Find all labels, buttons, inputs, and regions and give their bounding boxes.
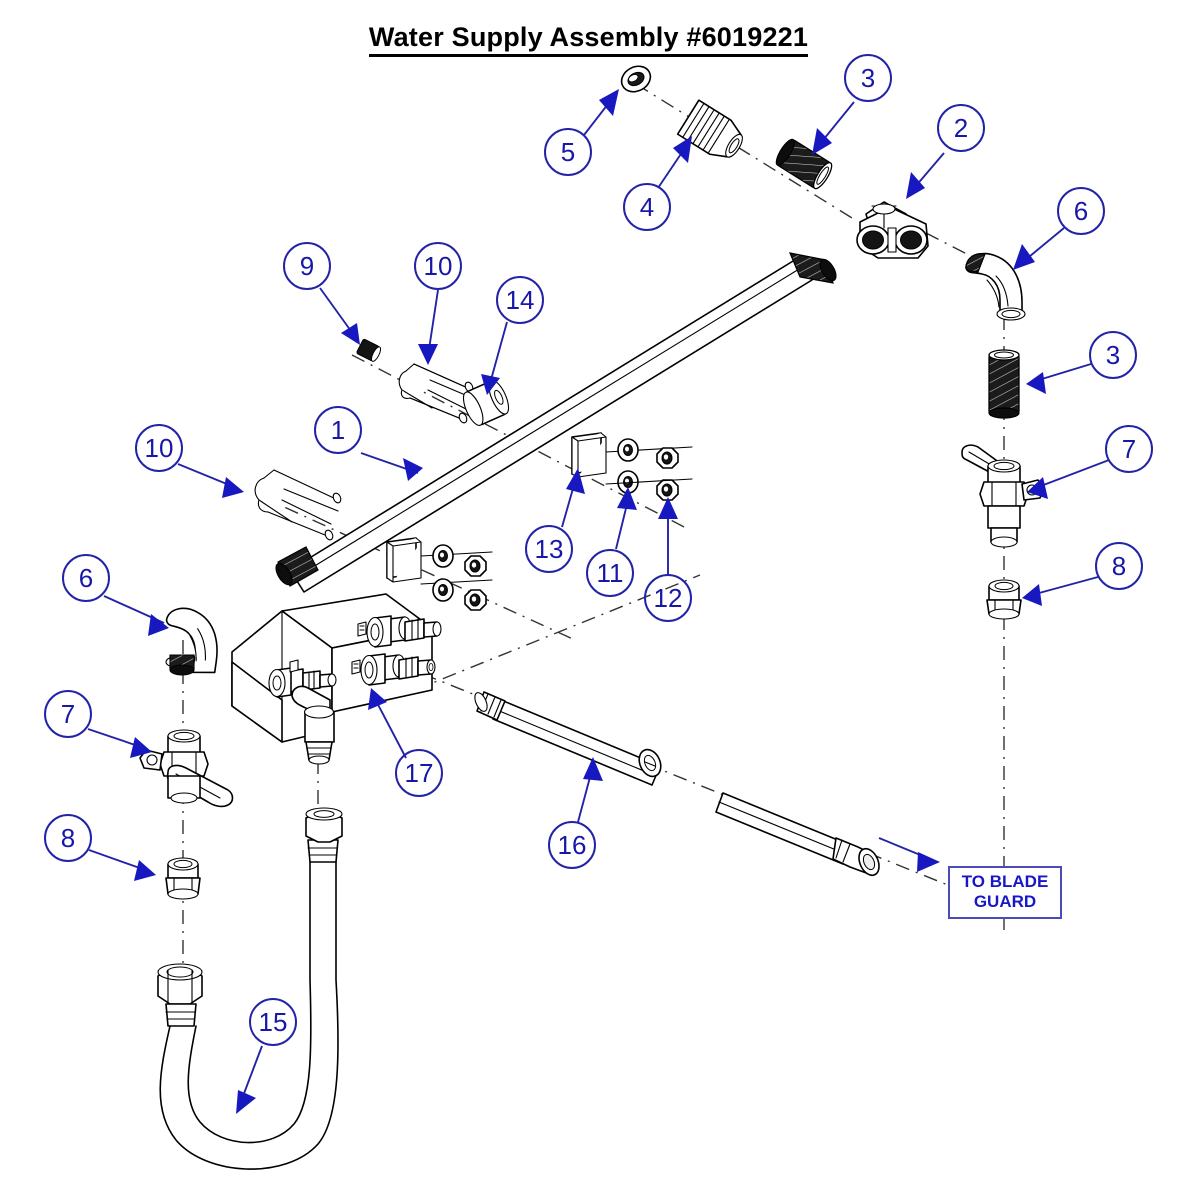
callout-8-right[interactable]: 8 bbox=[1095, 542, 1143, 590]
part-16-outlet-tube bbox=[474, 691, 880, 877]
callout-16[interactable]: 16 bbox=[548, 821, 596, 869]
part-3-close-nipple-right bbox=[988, 349, 1020, 419]
part-2-tee-fitting bbox=[856, 201, 929, 259]
manifold-port-left bbox=[268, 667, 337, 698]
page-title-text: Water Supply Assembly #6019221 bbox=[368, 22, 809, 57]
part-7-ball-valve-right bbox=[961, 444, 1045, 548]
part-12-hex-nut-lower-a bbox=[464, 555, 487, 577]
callout-1[interactable]: 1 bbox=[314, 406, 362, 454]
callout-7-left[interactable]: 7 bbox=[44, 690, 92, 738]
part-12-hex-nut-upper-b bbox=[656, 479, 679, 501]
part-11-flat-washer-lower-a bbox=[432, 544, 454, 568]
part-7-ball-valve-left bbox=[139, 729, 234, 808]
part-13-clamp-plate-lower bbox=[386, 537, 422, 583]
callout-9[interactable]: 9 bbox=[283, 242, 331, 290]
manifold-port-middle bbox=[360, 653, 436, 686]
part-8-hose-barb-left bbox=[165, 857, 201, 900]
manifold-markings bbox=[289, 621, 367, 675]
part-8-hose-barb-right bbox=[986, 579, 1022, 620]
hardware-set-upper bbox=[571, 432, 693, 478]
part-1-main-pipe bbox=[275, 252, 837, 593]
to-blade-guard-label: TO BLADE GUARD bbox=[948, 866, 1062, 919]
manifold-port-upper bbox=[366, 615, 442, 648]
manifold-outlet-elbow bbox=[291, 685, 335, 765]
callout-6-left[interactable]: 6 bbox=[62, 554, 110, 602]
callout-6-right[interactable]: 6 bbox=[1057, 187, 1105, 235]
part-6-elbow-right bbox=[965, 252, 1026, 321]
part-12-hex-nut-upper bbox=[656, 447, 679, 469]
callout-3-right[interactable]: 3 bbox=[1089, 331, 1137, 379]
callout-10-upper[interactable]: 10 bbox=[414, 242, 462, 290]
part-5-washer-seal bbox=[620, 65, 652, 93]
callout-3-upper[interactable]: 3 bbox=[844, 54, 892, 102]
part-11-flat-washer-lower-b bbox=[432, 578, 454, 602]
page-title: Water Supply Assembly #6019221 bbox=[0, 22, 1177, 57]
part-14-spacer-bushing bbox=[462, 380, 510, 426]
callout-2[interactable]: 2 bbox=[937, 104, 985, 152]
part-12-hex-nut-lower-b bbox=[464, 589, 487, 611]
part-15-flexible-hose bbox=[157, 807, 343, 1170]
callout-8-left[interactable]: 8 bbox=[44, 814, 92, 862]
part-9-plug-cap bbox=[356, 338, 382, 362]
part-13-clamp-plate-upper bbox=[571, 432, 607, 478]
callout-10-lower[interactable]: 10 bbox=[135, 424, 183, 472]
part-17-manifold-block bbox=[231, 593, 442, 765]
callout-17[interactable]: 17 bbox=[395, 749, 443, 797]
part-10-u-bolt-upper bbox=[398, 363, 474, 424]
callout-13[interactable]: 13 bbox=[525, 525, 573, 573]
part-6-elbow-left bbox=[165, 607, 218, 676]
callout-15[interactable]: 15 bbox=[249, 998, 297, 1046]
leader-lines bbox=[87, 89, 1110, 1114]
part-4-swivel-nut bbox=[676, 99, 743, 158]
part-3-close-nipple-upper bbox=[775, 138, 833, 190]
callout-11[interactable]: 11 bbox=[586, 549, 634, 597]
callout-12[interactable]: 12 bbox=[644, 574, 692, 622]
hardware-set-lower bbox=[386, 470, 693, 611]
callout-4[interactable]: 4 bbox=[623, 183, 671, 231]
part-10-u-bolt-lower bbox=[254, 469, 342, 541]
callout-5[interactable]: 5 bbox=[544, 128, 592, 176]
callout-7-right[interactable]: 7 bbox=[1105, 425, 1153, 473]
part-11-flat-washer-upper bbox=[617, 438, 639, 462]
callout-14[interactable]: 14 bbox=[496, 276, 544, 324]
